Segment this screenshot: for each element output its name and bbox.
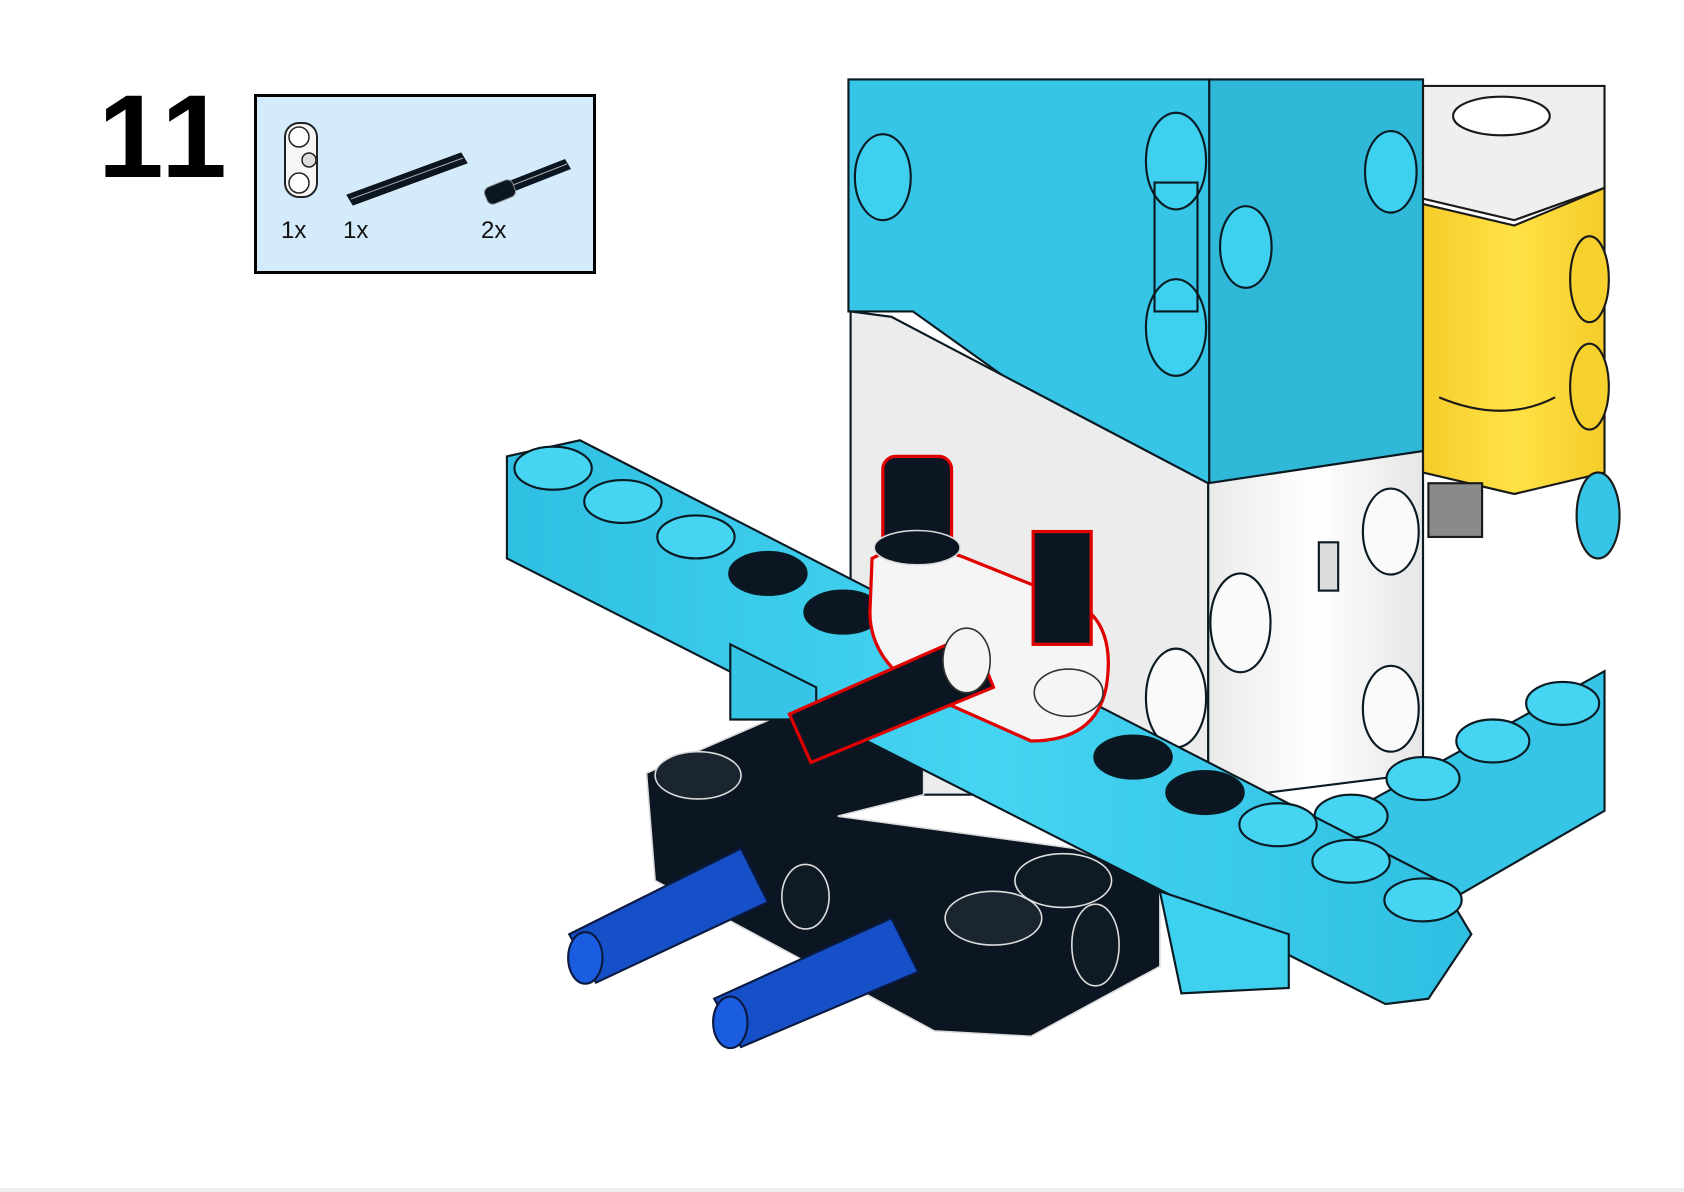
hub (847, 78, 1425, 802)
qty-axle: 1x (343, 217, 369, 244)
yellow-motor (1421, 84, 1621, 560)
qty-axle-pin: 2x (481, 217, 507, 244)
step-number: 11 (98, 71, 231, 203)
double-axle-connector-icon (284, 122, 318, 198)
qty-connector: 1x (281, 217, 307, 244)
black-frame (645, 707, 1161, 1038)
axle-pin-icon (484, 159, 571, 205)
parts-list-callout: 1x 1x 2x (254, 94, 596, 274)
axle-icon (346, 152, 468, 206)
new-parts-highlight (787, 454, 1110, 765)
page-bottom-border (0, 1188, 1684, 1192)
blue-pins (567, 846, 920, 1050)
